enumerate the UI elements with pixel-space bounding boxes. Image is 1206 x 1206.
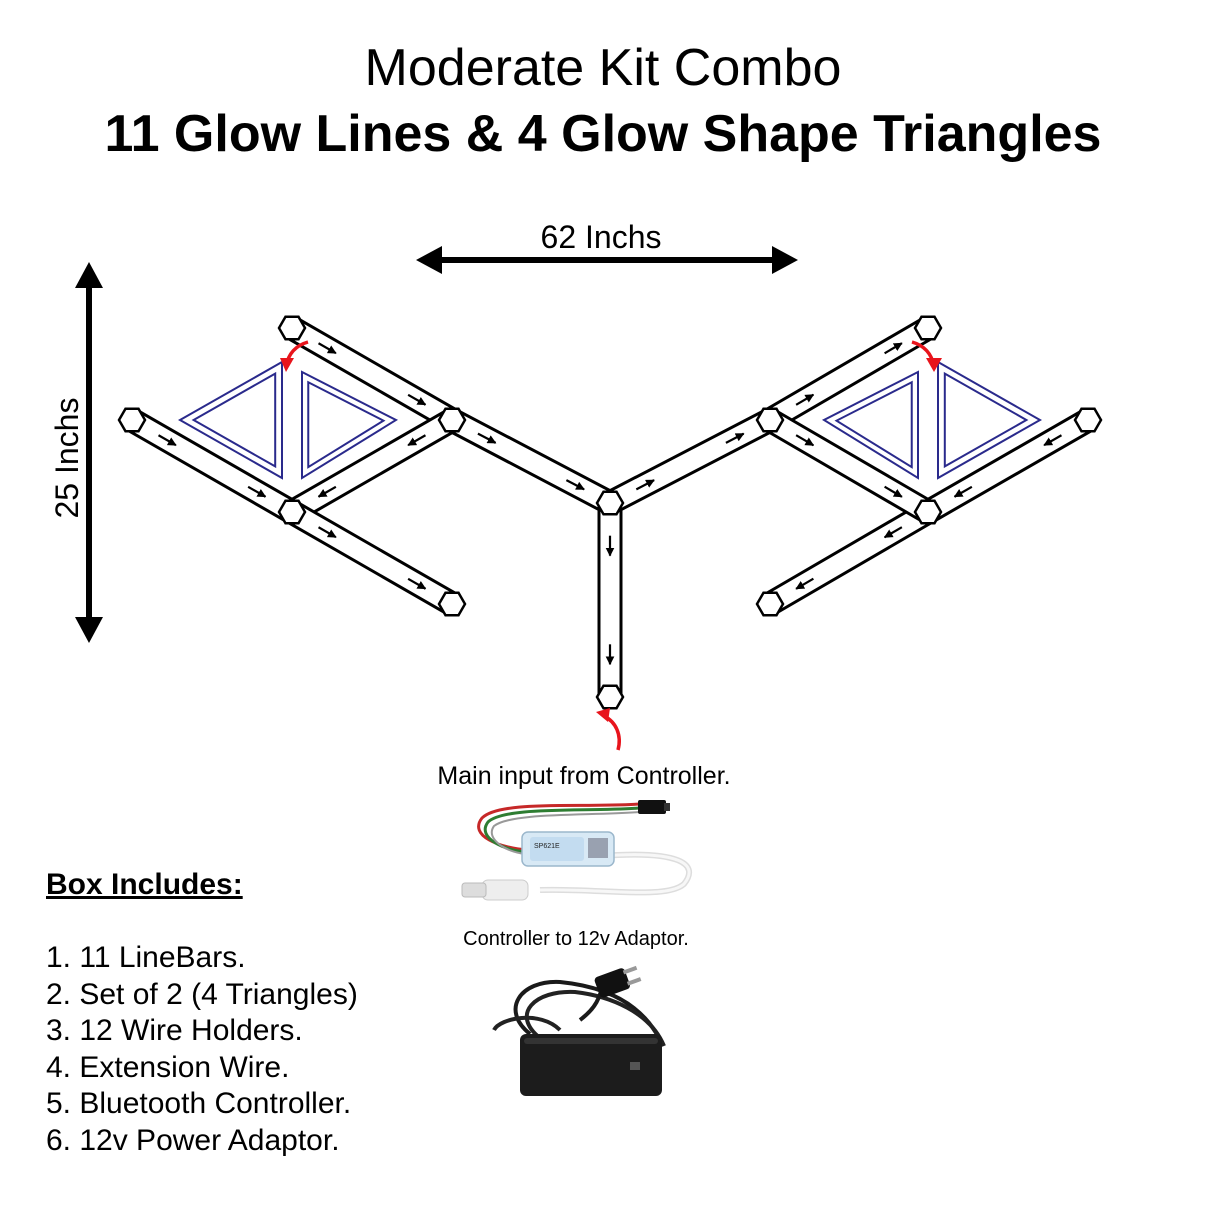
wire-holder (437, 407, 467, 433)
wire-holder (1073, 407, 1103, 433)
direction-arrow (407, 434, 427, 447)
glow-triangle (177, 360, 283, 480)
direction-arrow (883, 526, 903, 539)
wire-holder (755, 591, 785, 617)
wire-holder (277, 315, 307, 341)
list-item: 3. 12 Wire Holders. (46, 1014, 303, 1047)
right-triangle-input-arrow-head (926, 358, 942, 372)
height-dimension-arrow (75, 262, 103, 643)
glow-triangle-inner (307, 380, 386, 469)
glow-triangle (821, 370, 919, 480)
page-title: Moderate Kit Combo (364, 39, 842, 97)
wire-holders (117, 315, 1103, 710)
direction-arrow (407, 393, 427, 406)
list-item: 5. Bluetooth Controller. (46, 1087, 352, 1120)
wire-holder (277, 499, 307, 525)
wire-holder (437, 591, 467, 617)
direction-arrow (795, 434, 815, 447)
wire-holder (755, 407, 785, 433)
list-item: 1. 11 LineBars. (46, 941, 246, 974)
layout-diagram: 62 Inchs 25 Inchs (49, 219, 1103, 751)
direction-arrow (795, 393, 815, 406)
wire-holder (595, 490, 625, 516)
wire-holder (595, 684, 625, 710)
glow-triangle-inner (834, 380, 913, 469)
direction-arrow (317, 526, 337, 539)
height-dimension-label: 25 Inchs (49, 398, 85, 519)
direction-arrow (953, 485, 973, 498)
direction-arrow (884, 342, 903, 355)
main-input-caption: Main input from Controller. (437, 762, 731, 790)
wire-holder (913, 315, 943, 341)
direction-arrow (477, 432, 497, 444)
glow-triangle-inner (943, 371, 1029, 469)
bluetooth-controller-image: SP621E (461, 800, 692, 901)
list-item: 4. Extension Wire. (46, 1050, 290, 1084)
power-adaptor-image (492, 965, 666, 1096)
width-dimension-arrow (416, 246, 798, 274)
direction-arrow (157, 434, 177, 447)
direction-arrow (1043, 434, 1063, 447)
direction-arrow (317, 485, 337, 498)
box-includes-list: 1. 11 LineBars. 2. Set of 2 (4 Triangles… (46, 940, 358, 1159)
flow-arrows (280, 340, 942, 751)
box-includes-heading: Box Includes: (46, 868, 243, 901)
width-dimension-label: 62 Inchs (541, 219, 662, 255)
direction-arrow (635, 479, 655, 491)
glow-triangle-inner (191, 371, 277, 469)
direction-arrow (247, 485, 267, 498)
glow-triangle (301, 370, 399, 480)
glow-triangle (937, 360, 1043, 480)
controller-model-label: SP621E (534, 843, 560, 850)
direction-arrow (317, 342, 337, 355)
direction-arrow (795, 577, 814, 590)
left-triangle-input-arrow-head (280, 358, 294, 372)
adaptor-caption: Controller to 12v Adaptor. (463, 928, 689, 950)
direction-arrow (884, 485, 903, 498)
list-item: 2. Set of 2 (4 Triangles) (46, 977, 358, 1011)
list-item: 6. 12v Power Adaptor. (46, 1123, 340, 1157)
direction-arrow (725, 432, 745, 444)
wire-holder (117, 407, 147, 433)
direction-arrow (565, 479, 585, 491)
glow-triangles (177, 360, 1043, 480)
main-input-arrow-head (596, 708, 610, 722)
wire-holder (913, 499, 943, 525)
page-subtitle: 11 Glow Lines & 4 Glow Shape Triangles (104, 105, 1102, 163)
direction-arrow (407, 577, 427, 590)
